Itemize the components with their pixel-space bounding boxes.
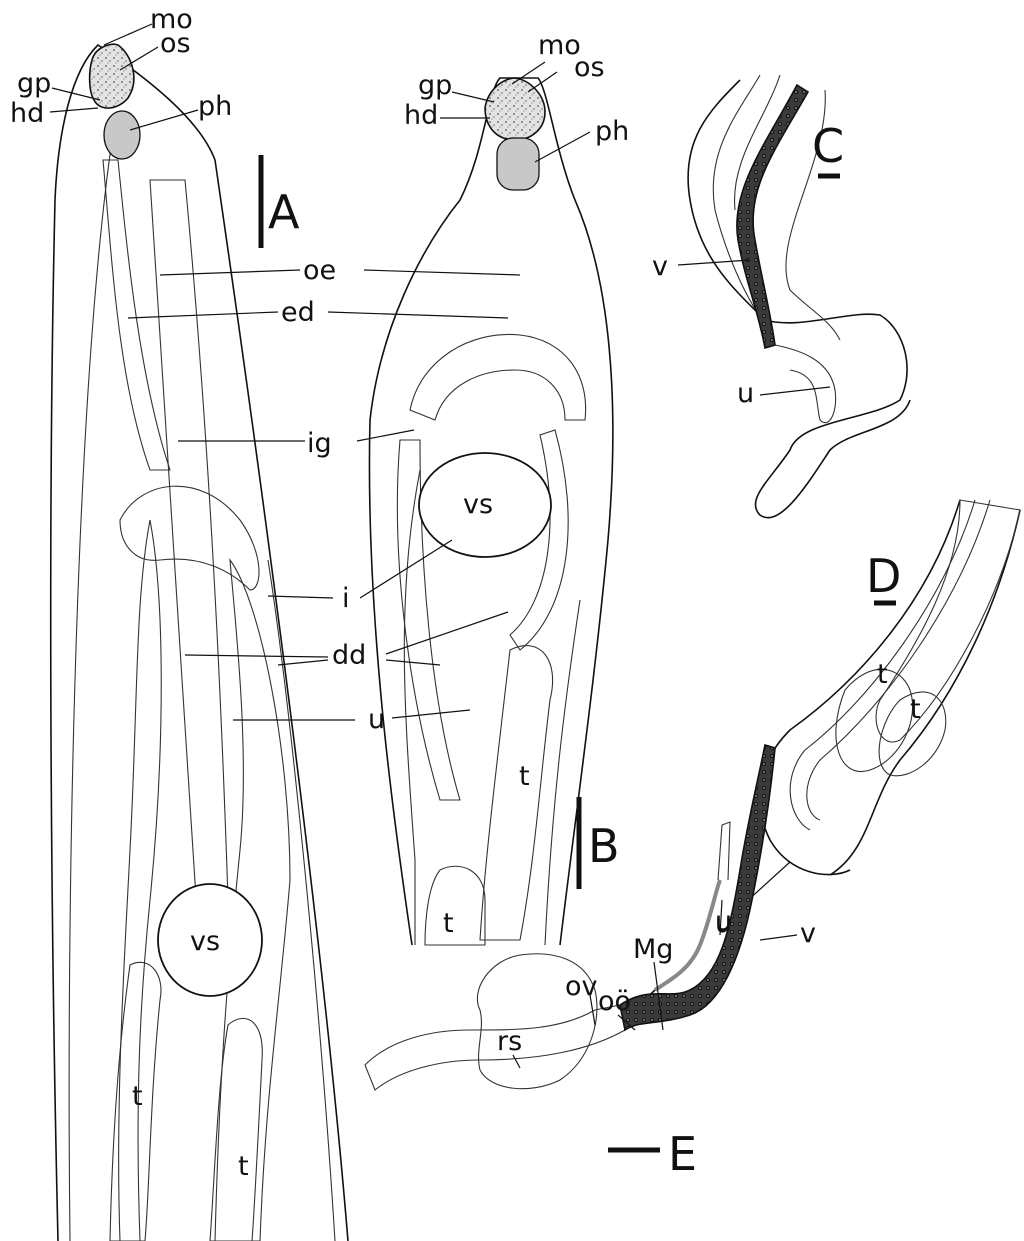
label-d-testis-1: t — [877, 659, 888, 690]
label-a-testis-2: t — [238, 1151, 249, 1182]
label-e-mg: Mg — [633, 934, 673, 965]
label-a-ph: ph — [198, 91, 232, 122]
label-e-v: v — [800, 918, 816, 949]
label-dd: dd — [332, 640, 366, 671]
label-ig: ig — [307, 428, 332, 459]
panel-a-drawing — [51, 44, 348, 1241]
label-ed: ed — [281, 297, 315, 328]
panel-c-drawing — [688, 75, 910, 518]
label-c-u: u — [737, 378, 754, 409]
panel-label-b: B — [588, 819, 620, 873]
panel-label-d: D — [866, 549, 901, 603]
label-e-ov: ov — [565, 971, 598, 1002]
label-c-v: v — [652, 251, 668, 282]
label-u: u — [368, 704, 385, 735]
label-a-gp: gp — [17, 68, 51, 99]
label-d-testis-2: t — [910, 694, 921, 725]
panel-c-leader-v — [678, 260, 750, 265]
label-b-ph: ph — [595, 116, 629, 147]
panel-label-c: C — [812, 119, 844, 173]
label-b-os: os — [574, 52, 605, 83]
panel-label-a: A — [268, 185, 300, 239]
label-b-testis-2: t — [443, 908, 454, 939]
label-a-vs: vs — [190, 926, 220, 957]
label-a-hd: hd — [10, 98, 44, 129]
label-e-u: u — [715, 906, 732, 937]
label-i: i — [342, 583, 350, 614]
label-b-testis-1: t — [519, 761, 530, 792]
panel-c-leader-u — [760, 387, 830, 395]
label-b-gp: gp — [418, 70, 452, 101]
label-e-rs: rs — [497, 1026, 522, 1057]
panel-label-e: E — [668, 1127, 697, 1181]
panel-e-leaders — [513, 900, 797, 1068]
label-b-vs: vs — [463, 489, 493, 520]
label-oe: oe — [303, 255, 336, 286]
label-a-os: os — [160, 28, 191, 59]
label-a-testis-1: t — [132, 1081, 143, 1112]
label-e-oo: oö — [598, 986, 631, 1017]
label-b-hd: hd — [404, 100, 438, 131]
